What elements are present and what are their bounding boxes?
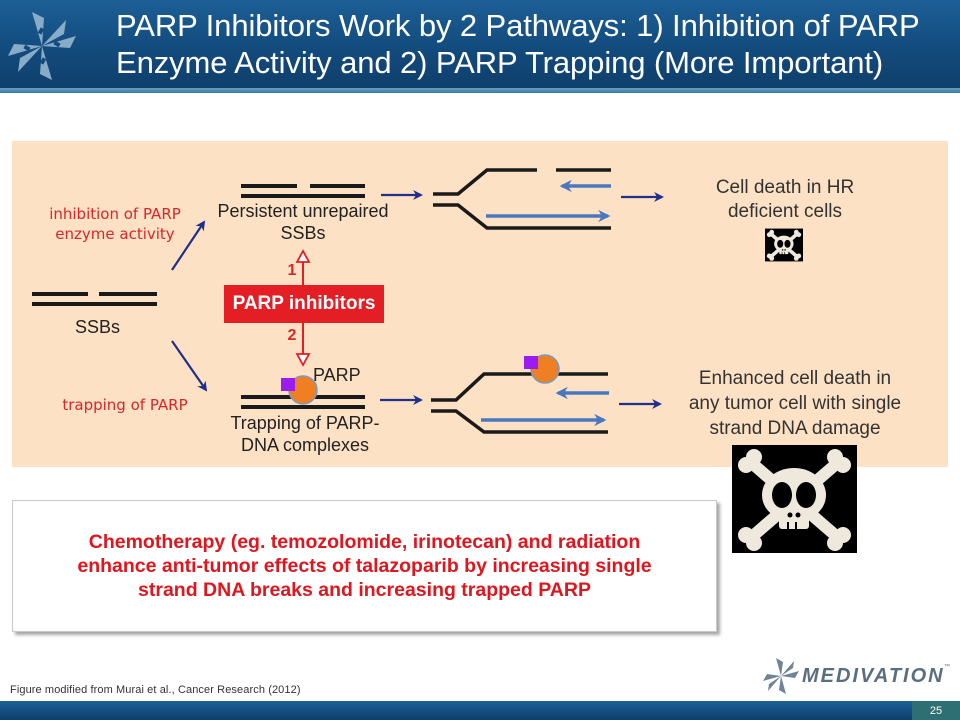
outcome-2-line-1: Enhanced cell death in	[698, 368, 892, 389]
skull-crossbones-icon	[765, 228, 803, 262]
callout-text: Chemotherapy (eg. temozolomide, irinotec…	[77, 531, 652, 601]
arrow-1-up	[295, 249, 311, 285]
persistent-line-1: Persistent unrepaired	[217, 201, 389, 221]
persistent-ssbs-label: Persistent unrepaired SSBs	[203, 200, 403, 244]
pathway-1-label-line-1: inhibition of PARP	[49, 205, 181, 223]
outcome-1-line-2: deficient cells	[727, 201, 843, 222]
ssb-dna-strands	[32, 292, 157, 306]
arrow-2-down	[295, 323, 311, 367]
outcome-2-label: Enhanced cell death in any tumor cell wi…	[665, 366, 925, 441]
outcome-1-label: Cell death in HR deficient cells	[680, 176, 890, 224]
header-divider	[0, 88, 960, 93]
medivation-star-logo-icon	[8, 12, 76, 80]
trapping-line-1: Trapping of PARP-	[230, 413, 380, 433]
arrow-to-inhibition	[171, 220, 206, 271]
ssbs-label: SSBs	[74, 317, 121, 337]
persistent-ssb-strands	[241, 184, 365, 198]
title-line-1: PARP Inhibitors Work by 2 Pathways: 1) I…	[116, 8, 920, 43]
pathway-1-label-line-2: enzyme activity	[55, 225, 175, 243]
skull-crossbones-large-icon	[732, 445, 857, 553]
pathway-1-label: inhibition of PARP enzyme activity	[30, 204, 200, 244]
inhibitor-molecule-icon	[281, 378, 295, 391]
chemotherapy-callout-box: Chemotherapy (eg. temozolomide, irinotec…	[12, 500, 717, 632]
replication-fork-bottom	[431, 372, 608, 434]
arrow-2-number: 2	[287, 327, 297, 344]
outcome-2-line-3: strand DNA damage	[709, 418, 881, 439]
pathway-2-label: trapping of PARP	[62, 396, 188, 414]
arrow-to-trapping	[171, 340, 208, 392]
trapping-line-2: DNA complexes	[240, 435, 370, 455]
medivation-brand-logo	[763, 658, 799, 694]
brand-trademark: ™	[944, 664, 950, 670]
outcome-1-line-1: Cell death in HR	[715, 177, 855, 198]
page-number: 25	[912, 701, 960, 720]
slide-header	[0, 0, 960, 88]
outcome-2-line-2: any tumor cell with single	[688, 393, 902, 414]
parp-label: PARP	[313, 365, 361, 385]
figure-citation: Figure modified from Murai et al., Cance…	[10, 684, 301, 696]
medivation-star-icon	[763, 658, 799, 694]
slide-title: PARP Inhibitors Work by 2 Pathways: 1) I…	[116, 7, 956, 81]
replication-fork-top	[433, 168, 611, 230]
arrow-1-number: 1	[287, 262, 297, 279]
trapping-label: Trapping of PARP- DNA complexes	[210, 412, 400, 456]
parp-inhibitors-box: PARP inhibitors	[224, 285, 384, 323]
persistent-line-2: SSBs	[280, 223, 326, 243]
title-line-2: Enzyme Activity and 2) PARP Trapping (Mo…	[116, 45, 884, 80]
inhibitor-molecule-fork-icon	[524, 356, 538, 369]
diagram-panel	[12, 141, 948, 467]
slide-footer-bar	[0, 701, 960, 720]
brand-name: MEDIVATION	[802, 665, 945, 687]
